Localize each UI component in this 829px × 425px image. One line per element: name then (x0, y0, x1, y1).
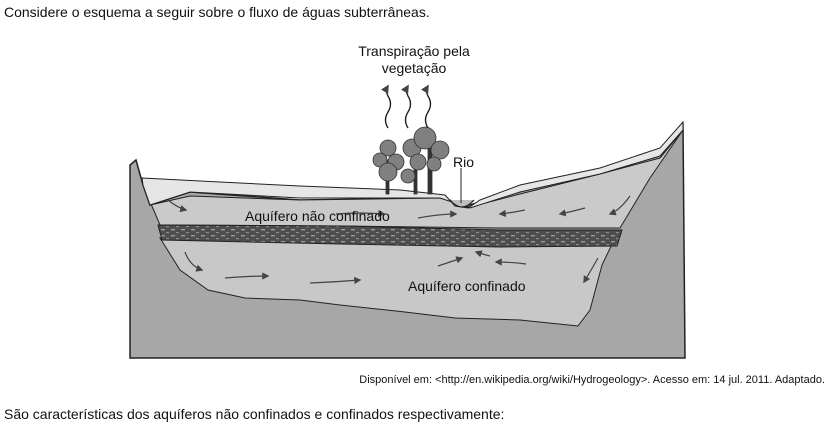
transpiration-arrows (380, 84, 432, 129)
transpiration-label-line1: Transpiração pela (358, 43, 470, 59)
intro-text: Considere o esquema a seguir sobre o flu… (4, 4, 430, 20)
confining-layer (157, 224, 623, 248)
unconfined-aquifer-label: Aquífero não confinado (245, 208, 390, 224)
source-citation: Disponível em: <http://en.wikipedia.org/… (359, 374, 825, 386)
vegetation (372, 126, 450, 195)
question-text: São características dos aquíferos não co… (4, 406, 505, 422)
transpiration-label-line2: vegetação (382, 60, 447, 76)
river-label: Rio (453, 154, 474, 170)
flow-arrows (167, 195, 631, 285)
unconfined-aquifer (142, 129, 684, 229)
river-channel (449, 199, 475, 208)
confined-aquifer-label: Aquífero confinado (408, 278, 526, 294)
